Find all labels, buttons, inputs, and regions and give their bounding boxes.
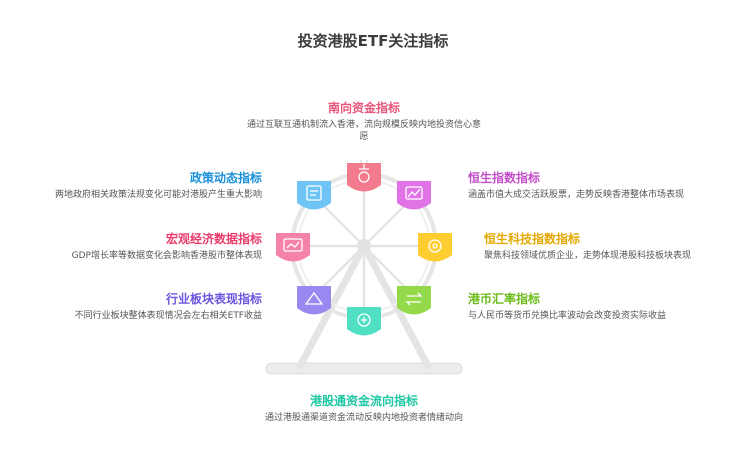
gondola-connect — [347, 307, 381, 336]
currency-exchange-icon — [405, 292, 423, 306]
index-chart-icon — [405, 186, 423, 200]
macro-data-icon — [283, 238, 303, 252]
indicator-hstech: 恒生科技指数指标 聚焦科技领域优质企业，走势体现港股科技板块表现 — [484, 231, 734, 262]
indicator-sector-desc: 不同行业板块整体表现情况会左右相关ETF收益 — [74, 311, 262, 321]
money-flow-icon — [358, 164, 370, 183]
gondola-south — [347, 160, 381, 192]
indicator-south-title: 南向资金指标 — [327, 101, 400, 115]
gondola-policy — [297, 181, 331, 210]
indicator-fx-title: 港币汇率指标 — [468, 292, 541, 306]
indicator-hsi-desc: 涵盖市值大成交活跃股票，走势反映香港整体市场表现 — [468, 190, 685, 200]
indicator-policy-desc: 两地政府相关政策法规变化可能对港股产生重大影响 — [54, 190, 262, 200]
indicator-macro-desc: GDP增长率等数据变化会影响香港股市整体表现 — [71, 251, 262, 261]
tech-chip-icon — [428, 239, 442, 253]
wheel-hub — [357, 239, 371, 253]
gondola-macro — [276, 233, 310, 262]
indicator-macro: 宏观经济数据指标 GDP增长率等数据变化会影响香港股市整体表现 — [20, 231, 262, 262]
indicator-connect-title: 港股通资金流向指标 — [309, 394, 418, 408]
indicator-connect: 港股通资金流向指标 通过港股通渠道资金流动反映内地投资者情绪动向 — [213, 393, 515, 424]
indicator-hstech-title: 恒生科技指数指标 — [484, 232, 581, 246]
gondola-hstech — [418, 233, 452, 262]
indicator-hsi: 恒生指数指标 涵盖市值大成交活跃股票，走势反映香港整体市场表现 — [468, 170, 718, 201]
indicator-policy: 政策动态指标 两地政府相关政策法规变化可能对港股产生重大影响 — [20, 170, 262, 201]
wheel-leg-right — [360, 242, 432, 370]
indicator-hsi-title: 恒生指数指标 — [468, 171, 541, 185]
indicator-sector: 行业板块表现指标 不同行业板块整体表现情况会左右相关ETF收益 — [20, 291, 262, 322]
indicator-macro-title: 宏观经济数据指标 — [165, 232, 262, 246]
indicator-policy-title: 政策动态指标 — [189, 171, 262, 185]
indicator-connect-desc: 通过港股通渠道资金流动反映内地投资者情绪动向 — [264, 413, 463, 423]
gondola-hsi — [397, 181, 431, 210]
sector-icon — [304, 291, 324, 305]
indicator-south: 南向资金指标 通过互联互通机制流入香港，流向规模反映内地投资信心意愿 — [246, 100, 482, 143]
gondola-fx — [397, 286, 431, 315]
gondola-sector — [297, 286, 331, 315]
indicator-fx: 港币汇率指标 与人民币等货币兑换比率波动会改变投资实际收益 — [468, 291, 718, 322]
capital-flow-icon — [357, 313, 371, 327]
page-title: 投资港股ETF关注指标 — [297, 32, 449, 50]
policy-icon — [306, 185, 322, 201]
wheel-base — [265, 362, 463, 375]
indicator-hstech-desc: 聚焦科技领域优质企业，走势体现港股科技板块表现 — [484, 251, 692, 261]
indicator-south-desc: 通过互联互通机制流入香港，流向规模反映内地投资信心意愿 — [246, 120, 481, 142]
wheel-leg-left — [296, 242, 368, 370]
indicator-fx-desc: 与人民币等货币兑换比率波动会改变投资实际收益 — [468, 311, 667, 321]
indicator-sector-title: 行业板块表现指标 — [165, 292, 262, 306]
